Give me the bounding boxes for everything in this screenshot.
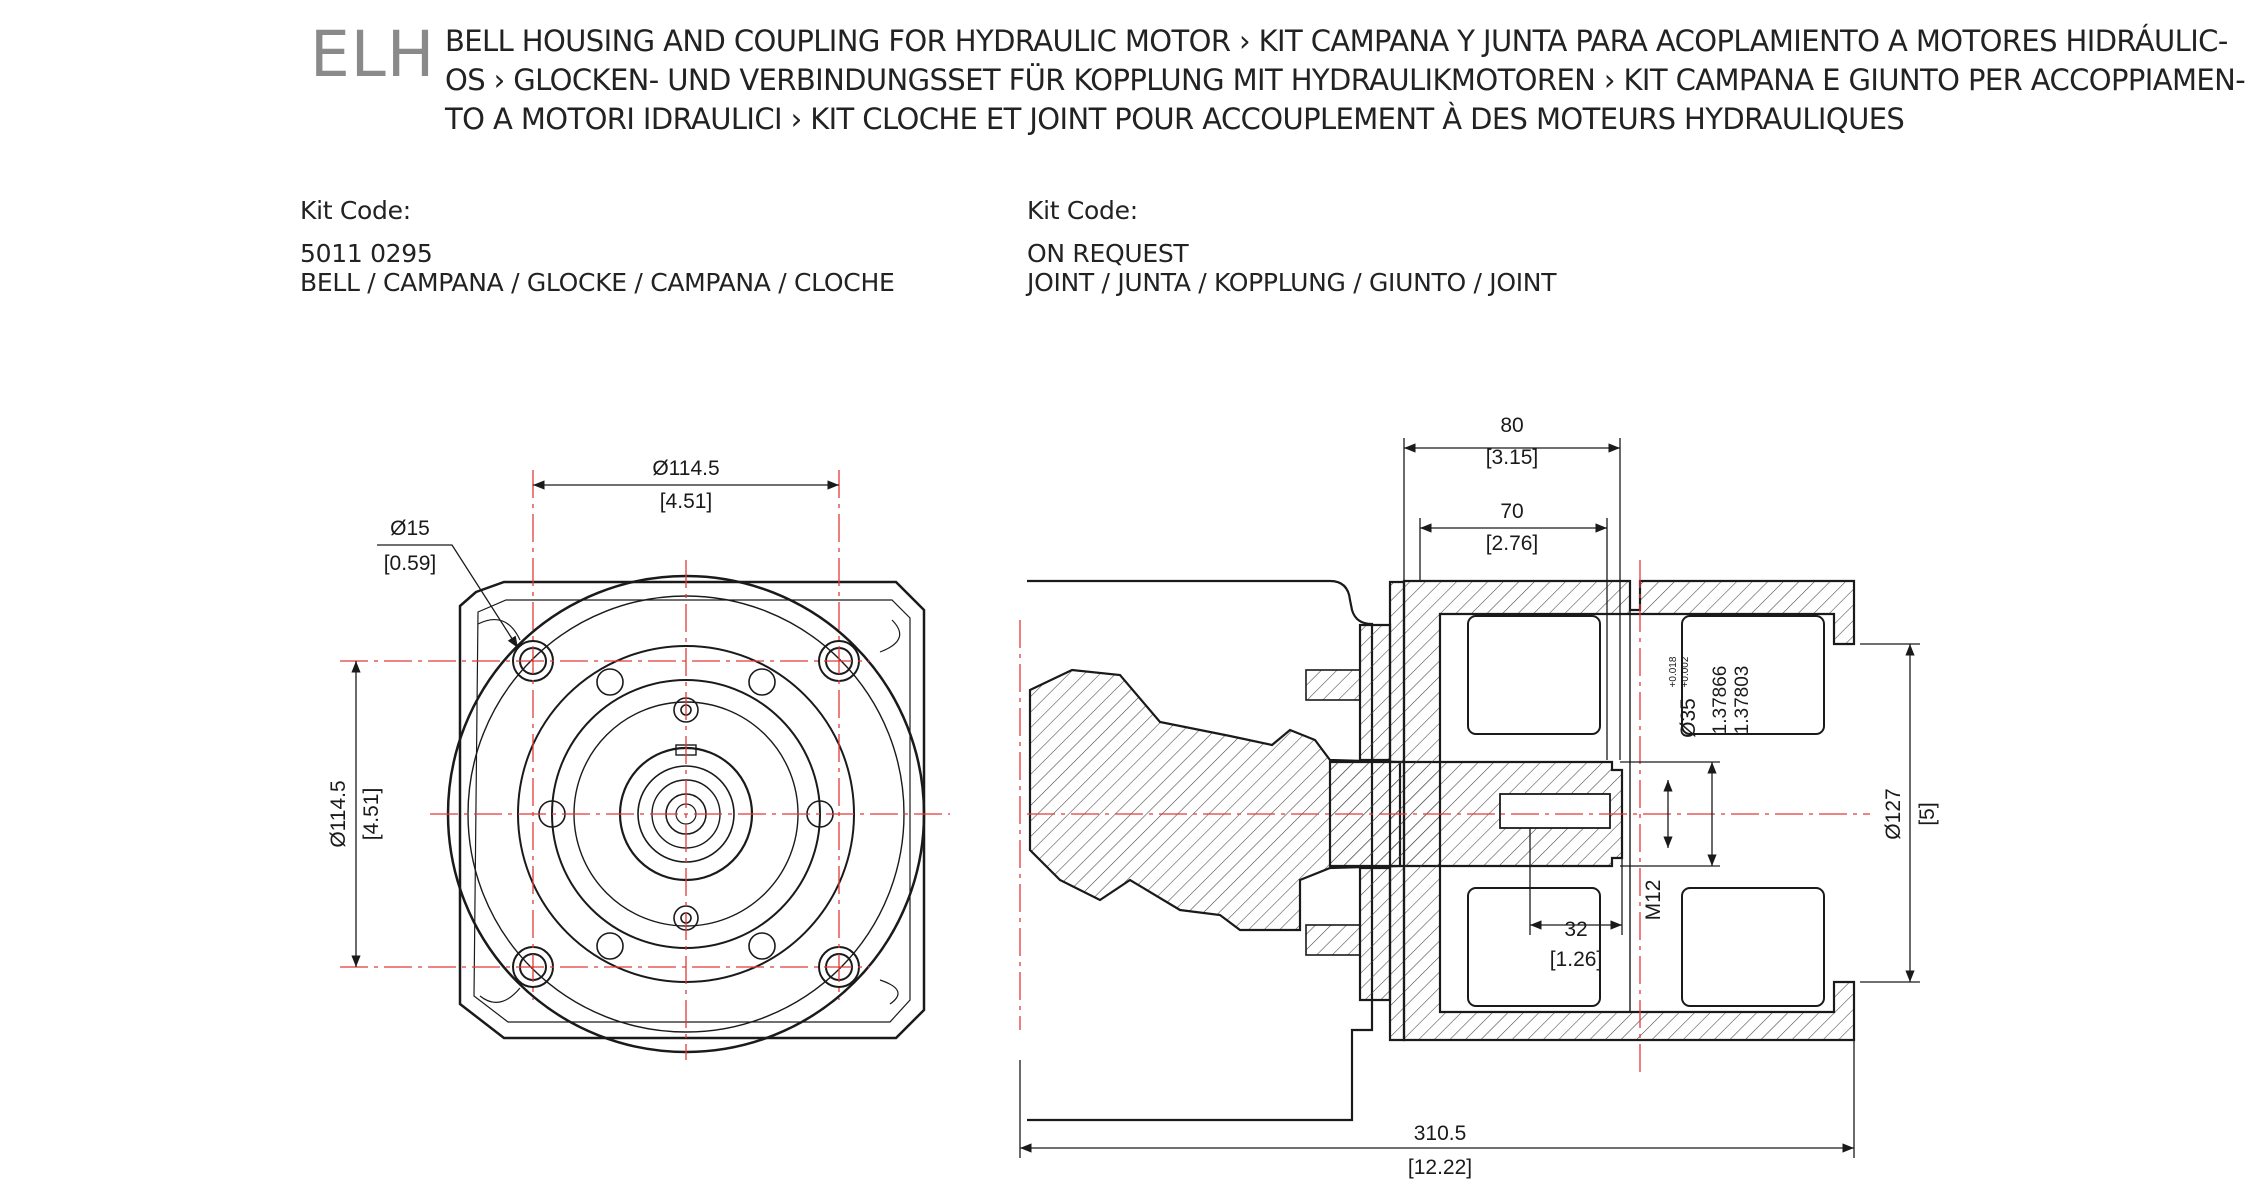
dim-bore-tol-lo: +0.002 bbox=[1680, 656, 1691, 687]
dim-len70-mm: 70 bbox=[1500, 500, 1523, 523]
dim-bore-tol-hi: +0.018 bbox=[1668, 656, 1679, 687]
dim-hole-mm: Ø15 bbox=[390, 517, 430, 540]
dim-len80-in: [3.15] bbox=[1486, 446, 1539, 469]
section-dimensions bbox=[1019, 438, 1920, 1158]
title-line-1: BELL HOUSING AND COUPLING FOR HYDRAULIC … bbox=[445, 24, 2228, 58]
section-centerlines bbox=[1019, 560, 1870, 1075]
kit-joint-label: Kit Code: bbox=[1027, 196, 1138, 225]
dim-bore-in-hi: 1.37866 bbox=[1710, 666, 1731, 735]
dim-total-in: [12.22] bbox=[1408, 1156, 1472, 1179]
dim-len32-mm: 32 bbox=[1564, 918, 1587, 941]
kit-joint-block: Kit Code: ON REQUEST JOINT / JUNTA / KOP… bbox=[1027, 196, 1556, 297]
bell-flange bbox=[1388, 580, 1406, 1042]
flange-plate bbox=[458, 580, 926, 1040]
product-title: BELL HOUSING AND COUPLING FOR HYDRAULIC … bbox=[445, 22, 2246, 139]
front-centerlines bbox=[340, 470, 950, 1060]
kit-joint-code: ON REQUEST bbox=[1027, 239, 1189, 268]
kit-bell-code: 5011 0295 bbox=[300, 239, 433, 268]
title-line-2: OS › GLOCKEN- UND VERBINDUNGSSET FÜR KOP… bbox=[445, 63, 2246, 97]
dim-dia127-mm: Ø127 bbox=[1882, 788, 1905, 839]
product-code: ELH bbox=[310, 18, 436, 91]
dim-front-side-in: [4.51] bbox=[360, 788, 383, 841]
dimension-labels: Ø114.5 [4.51] Ø15 [0.59] Ø114.5 [4.51] 8… bbox=[327, 414, 1939, 1179]
dim-len32-in: [1.26] bbox=[1550, 948, 1603, 971]
dim-len80-mm: 80 bbox=[1500, 414, 1523, 437]
kit-bell-label: Kit Code: bbox=[300, 196, 411, 225]
dim-len70-in: [2.76] bbox=[1486, 532, 1539, 555]
kit-bell-desc: BELL / CAMPANA / GLOCKE / CAMPANA / CLOC… bbox=[300, 268, 895, 297]
dim-bore-in-lo: 1.37803 bbox=[1732, 666, 1753, 735]
dim-front-side-mm: Ø114.5 bbox=[327, 780, 350, 847]
kit-bell-block: Kit Code: 5011 0295 BELL / CAMPANA / GLO… bbox=[300, 196, 895, 297]
dim-hole-in: [0.59] bbox=[384, 552, 437, 575]
kit-joint-desc: JOINT / JUNTA / KOPPLUNG / GIUNTO / JOIN… bbox=[1027, 268, 1557, 297]
bell-housing bbox=[1402, 579, 1856, 1042]
dim-front-top-mm: Ø114.5 bbox=[652, 457, 719, 480]
title-line-3: TO A MOTORI IDRAULICI › KIT CLOCHE ET JO… bbox=[445, 102, 1905, 136]
front-dimensions bbox=[351, 480, 839, 967]
dim-front-top-in: [4.51] bbox=[660, 490, 713, 513]
dim-total-mm: 310.5 bbox=[1414, 1122, 1467, 1145]
dim-bore-mm: Ø35 bbox=[1677, 698, 1700, 738]
dim-dia127-in: [5] bbox=[1916, 802, 1939, 825]
section-view bbox=[1027, 579, 1856, 1122]
dim-thread: M12 bbox=[1642, 880, 1665, 921]
